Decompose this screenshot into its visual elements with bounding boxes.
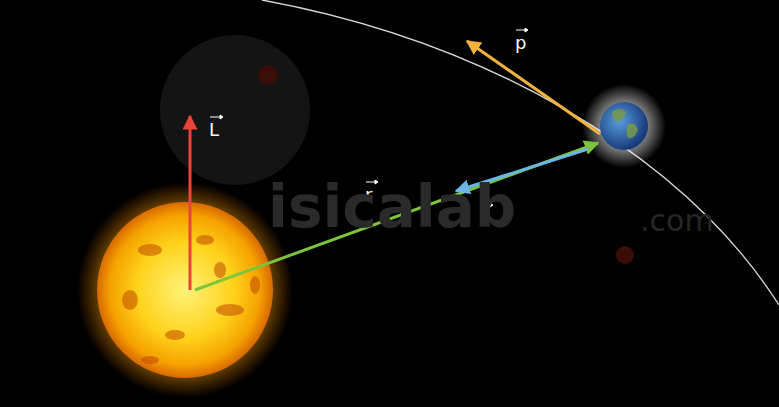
vector-label: L (209, 121, 219, 139)
logo-dot (258, 65, 278, 85)
angular-momentum-vector (189, 116, 192, 290)
watermark: .com (640, 206, 714, 236)
earth-glow (582, 84, 666, 168)
sun-glow (77, 182, 293, 398)
logo-dot (616, 246, 634, 264)
momentum-vector (467, 41, 600, 134)
vector-label: p (515, 34, 526, 52)
earth (600, 102, 648, 150)
logo-mark (160, 35, 310, 185)
sun (97, 202, 273, 378)
earth-land (612, 109, 638, 138)
orbit-path (262, 0, 779, 305)
watermark: isicalab (268, 178, 516, 236)
position-vector (195, 143, 598, 290)
